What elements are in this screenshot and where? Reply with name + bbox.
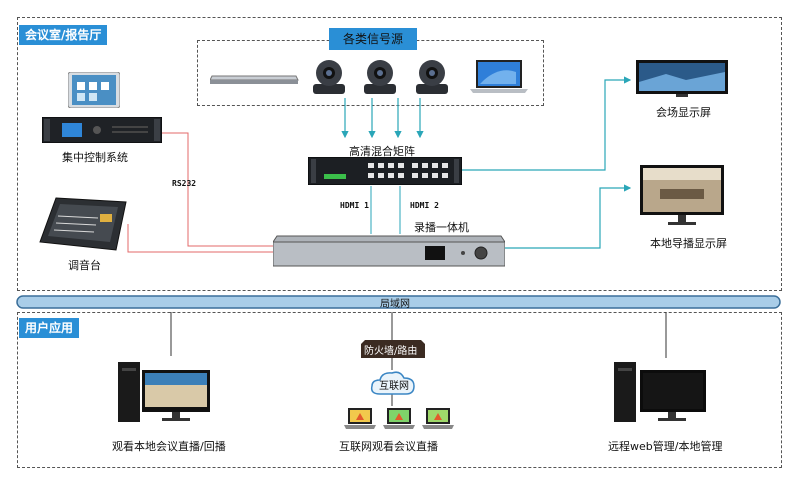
central-control-device bbox=[41, 116, 163, 147]
internet-watch-label: 互联网观看会议直播 bbox=[339, 440, 438, 453]
control-line bbox=[162, 132, 273, 247]
director-display-device bbox=[640, 165, 724, 231]
internet-cloud-icon bbox=[370, 370, 416, 400]
matrix-device bbox=[307, 156, 463, 189]
meeting-room-tag: 会议室/报告厅 bbox=[19, 25, 108, 45]
local-pc-icon bbox=[118, 358, 214, 428]
remote-manage-label: 远程web管理/本地管理 bbox=[608, 440, 723, 453]
recorder-device bbox=[272, 234, 506, 272]
lan-label: 局域网 bbox=[380, 299, 410, 310]
source-box-device bbox=[209, 70, 300, 90]
hdmi1-label: HDMI 1 bbox=[340, 201, 369, 210]
matrix-label: 高清混合矩阵 bbox=[349, 145, 415, 158]
laptop-3-icon bbox=[422, 408, 454, 434]
signal-source-title: 各类信号源 bbox=[329, 28, 418, 50]
user-app-tag: 用户应用 bbox=[19, 318, 80, 338]
venue-display-label: 会场显示屏 bbox=[656, 106, 711, 119]
mixer-label: 调音台 bbox=[68, 259, 101, 272]
ptz-camera-1-icon bbox=[309, 58, 349, 100]
internet-label: 互联网 bbox=[379, 381, 409, 392]
rs232-label: RS232 bbox=[172, 179, 197, 188]
laptop-icon bbox=[470, 58, 528, 98]
ptz-camera-3-icon bbox=[412, 58, 452, 100]
laptop-2-icon bbox=[383, 408, 415, 434]
venue-display-device bbox=[636, 60, 728, 102]
director-display-label: 本地导播显示屏 bbox=[650, 237, 727, 250]
central-control-label: 集中控制系统 bbox=[62, 151, 128, 164]
manage-pc-icon bbox=[614, 358, 710, 428]
recorder-label: 录播一体机 bbox=[414, 221, 469, 234]
meeting-room-frame bbox=[17, 17, 782, 291]
firewall-label: 防火墙/路由 bbox=[364, 346, 418, 357]
local-watch-label: 观看本地会议直播/回播 bbox=[112, 440, 226, 453]
tablet-icon bbox=[67, 71, 121, 112]
mixer-device bbox=[38, 196, 130, 258]
user-app-frame bbox=[17, 312, 782, 468]
laptop-1-icon bbox=[344, 408, 376, 434]
firewall-device bbox=[361, 340, 425, 362]
hdmi2-label: HDMI 2 bbox=[410, 201, 439, 210]
mixer-line bbox=[127, 224, 273, 253]
ptz-camera-2-icon bbox=[360, 58, 400, 100]
